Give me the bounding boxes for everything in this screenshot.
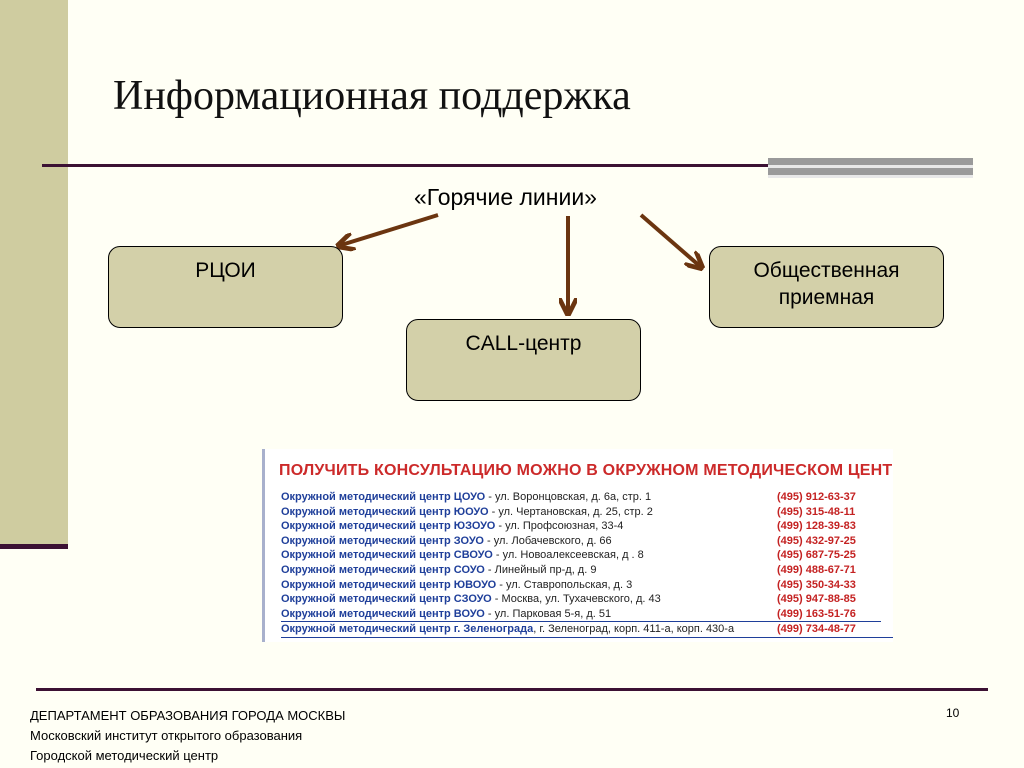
page-number: 10 [946,706,960,720]
center-phone: (499) 734-48-77 [777,623,856,636]
center-address: - ул. Воронцовская, д. 6а, стр. 1 [485,491,652,503]
consultation-panel: ПОЛУЧИТЬ КОНСУЛЬТАЦИЮ МОЖНО В ОКРУЖНОМ М… [262,449,893,642]
footer-divider [36,688,988,691]
center-phone: (495) 947-88-85 [777,593,856,606]
consultation-row: Окружной методический центр г. Зеленогра… [281,621,893,638]
footer-department: ДЕПАРТАМЕНТ ОБРАЗОВАНИЯ ГОРОДА МОСКВЫ [30,708,346,723]
center-phone: (499) 128-39-83 [777,520,856,533]
title-accent-stripes [768,158,973,178]
center-name: Окружной методический центр ЮВОУО [281,578,497,591]
center-address: - ул. Парковая 5-я, д. 51 [484,607,612,620]
center-address: - ул. Ставропольская, д. 3 [496,578,633,591]
center-address: - Линейный пр-д, д. 9 [484,563,597,576]
slide-title: Информационная поддержка [113,73,631,119]
center-name: Окружной методический центр ВОУО [281,607,485,620]
center-name: Окружной методический центр СВОУО [281,549,493,562]
node-public-reception-line2: приемная [778,286,875,309]
center-name: Окружной методический центр ЗОУО [281,534,484,547]
arrow-to-public-reception [639,213,702,268]
footer-text: ДЕПАРТАМЕНТ ОБРАЗОВАНИЯ ГОРОДА МОСКВЫ Мо… [30,706,345,766]
consultation-row: Окружной методический центр ЗОУО - ул. Л… [281,534,881,549]
consultation-header: ПОЛУЧИТЬ КОНСУЛЬТАЦИЮ МОЖНО В ОКРУЖНОМ М… [279,462,893,479]
center-address: - ул. Новоалексеевская, д . 8 [492,549,644,562]
center-name: Окружной методический центр ЦОУО [281,491,486,503]
center-phone: (499) 163-51-76 [777,607,856,620]
consultation-row: Окружной методический центр СОУО - Линей… [281,563,881,578]
center-name: Окружной методический центр ЮЗОУО [281,520,496,533]
title-divider [42,164,768,167]
center-phone: (495) 350-34-33 [777,578,856,591]
center-name: Окружной методический центр СОУО [281,563,485,576]
consultation-row: Окружной методический центр ЮВОУО - ул. … [281,578,881,593]
consultation-list: Окружной методический центр ЦОУО - ул. В… [281,490,893,638]
node-public-reception-line1: Общественная [753,259,900,282]
node-call-center-label: CALL-центр [465,332,582,355]
consultation-row: Окружной методический центр ВОУО - ул. П… [281,607,881,622]
center-address: - Москва, ул. Тухачевского, д. 43 [491,593,661,606]
side-band-underline [0,544,68,549]
footer-center: Городской методический центр [30,748,219,763]
consultation-row: Окружной методический центр ЮОУО - ул. Ч… [281,505,881,520]
footer-institute: Московский институт открытого образовани… [30,728,303,743]
side-band [0,0,68,546]
hotlines-label: «Горячие линии» [414,184,597,210]
arrow-to-rcoi [338,213,439,246]
consultation-row: Окружной методический центр ЦОУО - ул. В… [281,490,881,505]
center-name: Окружной методический центр СЗОУО [281,593,492,606]
consultation-row: Окружной методический центр ЮЗОУО - ул. … [281,519,881,534]
center-address: - ул. Лобачевского, д. 66 [483,534,612,547]
node-rcoi: РЦОИ [108,246,343,328]
center-phone: (495) 432-97-25 [777,534,856,547]
consultation-row: Окружной методический центр СЗОУО - Моск… [281,592,881,607]
center-phone: (495) 912-63-37 [777,491,856,503]
center-name: Окружной методический центр г. Зеленогра… [281,623,534,636]
node-call-center: CALL-центр [406,319,641,401]
center-phone: (499) 488-67-71 [777,563,856,576]
center-name: Окружной методический центр ЮОУО [281,505,489,518]
node-rcoi-label: РЦОИ [195,259,256,282]
center-address: - ул. Профсоюзная, 33-4 [495,520,624,533]
node-public-reception: Общественная приемная [709,246,944,328]
center-address: - ул. Чертановская, д. 25, стр. 2 [488,505,653,518]
center-phone: (495) 315-48-11 [777,505,856,518]
center-phone: (495) 687-75-25 [777,549,856,562]
consultation-row: Окружной методический центр СВОУО - ул. … [281,548,881,563]
center-address: , г. Зеленоград, корп. 411-а, корп. 430-… [533,623,735,636]
